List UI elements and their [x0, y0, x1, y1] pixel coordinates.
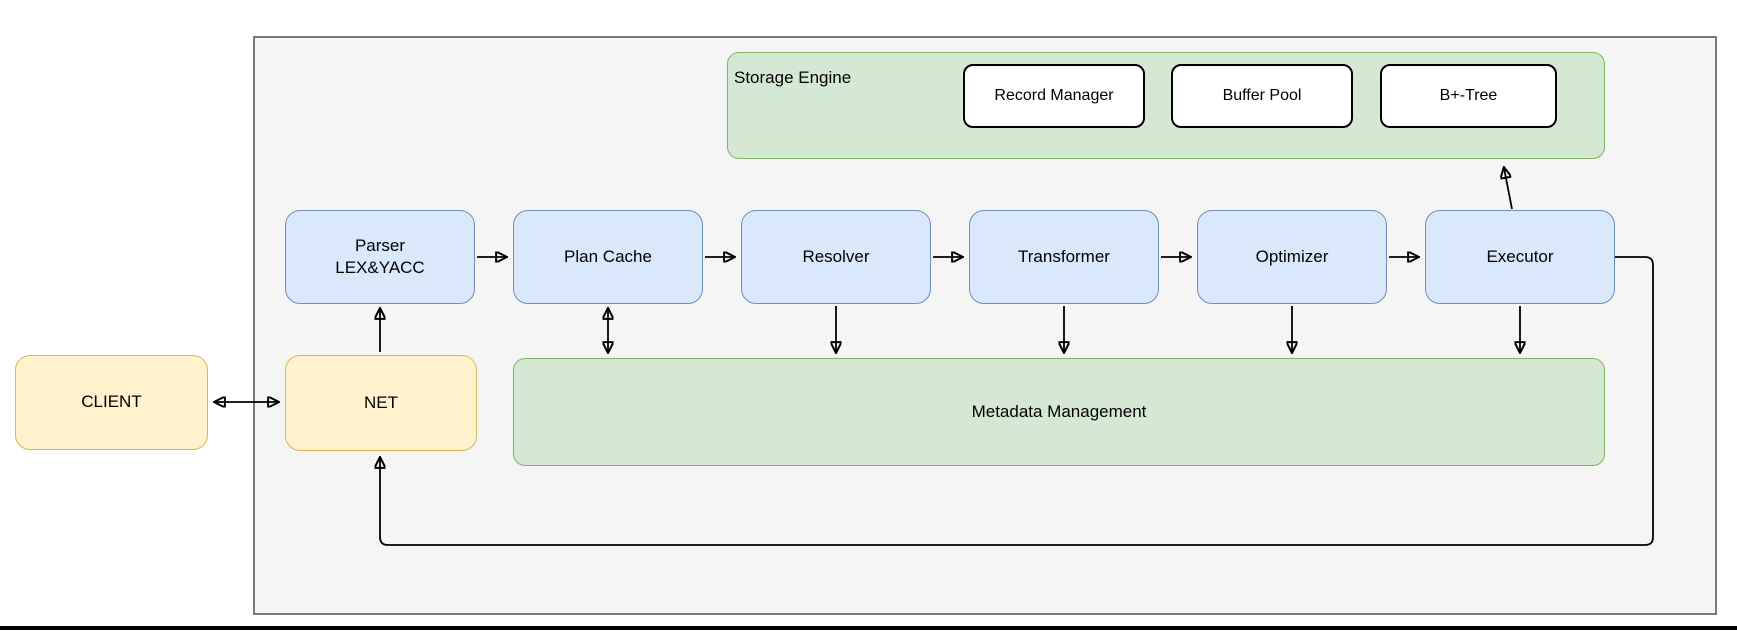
bptree-node: B+-Tree: [1380, 64, 1557, 128]
client-label: CLIENT: [81, 392, 142, 412]
record-manager-node: Record Manager: [963, 64, 1145, 128]
bptree-label: B+-Tree: [1439, 86, 1498, 104]
plan-cache-node: Plan Cache: [513, 210, 703, 304]
metadata-management-label: Metadata Management: [971, 401, 1147, 421]
metadata-management-node: Metadata Management: [513, 358, 1605, 466]
optimizer-node: Optimizer: [1197, 210, 1387, 304]
transformer-node: Transformer: [969, 210, 1159, 304]
executor-node: Executor: [1425, 210, 1615, 304]
executor-label: Executor: [1486, 246, 1554, 266]
record-manager-label: Record Manager: [994, 86, 1114, 104]
bottom-divider: [0, 626, 1737, 630]
resolver-label: Resolver: [802, 246, 870, 266]
net-label: NET: [364, 392, 398, 412]
buffer-pool-node: Buffer Pool: [1171, 64, 1353, 128]
buffer-pool-label: Buffer Pool: [1222, 86, 1302, 104]
parser-node: Parser LEX&YACC: [285, 210, 475, 304]
resolver-node: Resolver: [741, 210, 931, 304]
plan-cache-label: Plan Cache: [564, 246, 652, 266]
transformer-label: Transformer: [1018, 246, 1110, 266]
storage-engine-label: Storage Engine: [734, 68, 852, 87]
parser-label-line2: LEX&YACC: [335, 258, 425, 277]
client-node: CLIENT: [15, 355, 208, 450]
parser-label-line1: Parser: [354, 235, 406, 255]
net-node: NET: [285, 355, 477, 451]
optimizer-label: Optimizer: [1255, 246, 1329, 266]
